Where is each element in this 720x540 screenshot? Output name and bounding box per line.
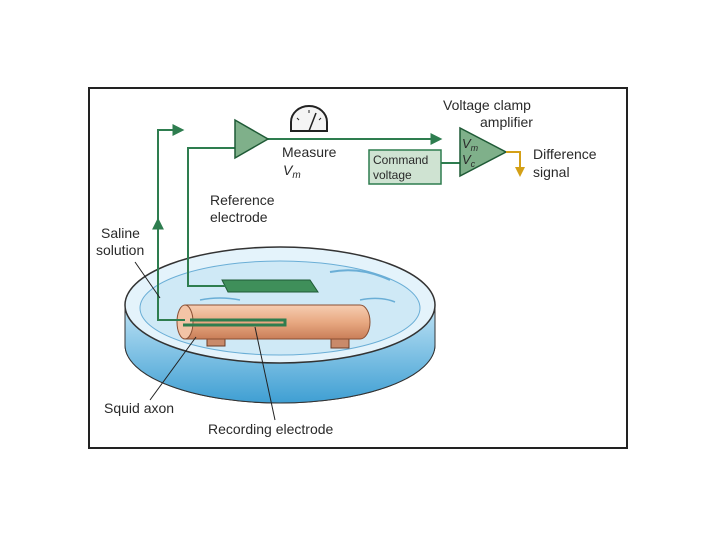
- output-arrow-icon: [506, 151, 525, 177]
- command-voltage-box: [368, 149, 442, 185]
- saline-leader-line: [134, 261, 161, 299]
- difference-label-line2: signal: [533, 164, 570, 180]
- saline-label-line1: Saline: [101, 225, 140, 241]
- recording-electrode: [183, 318, 287, 327]
- measure-label: Measure: [282, 144, 337, 160]
- squid-axon: [176, 304, 371, 340]
- saline-label-line2: solution: [96, 242, 144, 258]
- reference-label-line2: electrode: [210, 209, 268, 225]
- command-label-line1: Command: [373, 153, 428, 167]
- voltage-clamp-label-line2: amplifier: [480, 114, 533, 130]
- measure-vm-label: Vm: [283, 162, 301, 181]
- recording-electrode-label: Recording electrode: [208, 421, 334, 437]
- voltmeter-icon: [290, 105, 328, 132]
- reference-electrode: [221, 279, 319, 293]
- squid-axon-label: Squid axon: [104, 400, 174, 416]
- recording-electrode-leader-line: [254, 326, 276, 421]
- wiring: [152, 124, 460, 321]
- difference-label-line1: Difference: [533, 146, 597, 162]
- amp-input-vc: Vc: [462, 152, 476, 169]
- command-label-line2: voltage: [373, 168, 412, 182]
- squid-axon-leader-line: [149, 336, 197, 401]
- voltage-clamp-amplifier-icon: [459, 126, 508, 178]
- voltage-clamp-label-line1: Voltage clamp: [443, 97, 531, 113]
- measure-amplifier-icon: [234, 118, 270, 160]
- amp-input-vm: Vm: [462, 136, 479, 153]
- reference-label-line1: Reference: [210, 192, 275, 208]
